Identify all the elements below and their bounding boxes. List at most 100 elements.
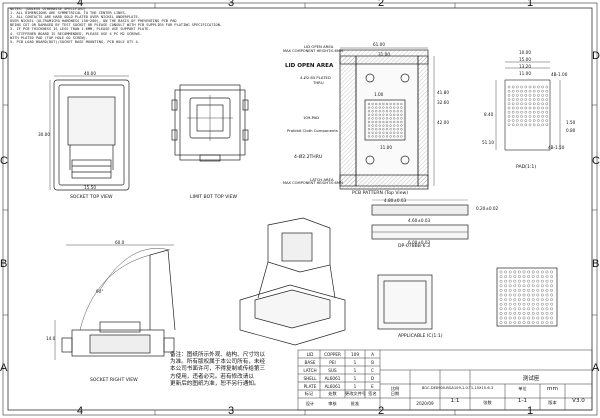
pad-dot xyxy=(396,102,399,106)
pad-dot xyxy=(507,106,511,110)
pad-dot xyxy=(504,293,507,297)
tb-header: 标记 xyxy=(304,391,314,396)
label-prohibit: Prohibit Cloth Components xyxy=(287,128,338,133)
tb-product: 测试座 xyxy=(522,376,540,382)
note-line: OVER NICKEL (ULTRAMICRO HARDNESS 150~200… xyxy=(10,19,177,24)
pad-dot xyxy=(508,289,512,292)
pad-dot xyxy=(537,106,540,110)
dim-pad-6: 4B-1.00 xyxy=(551,72,568,77)
pad-dot xyxy=(527,279,530,283)
pad-dot xyxy=(400,120,403,124)
pad-dot xyxy=(393,120,396,124)
pad-dot xyxy=(378,117,381,120)
pad-dot xyxy=(537,119,540,122)
pad-dot xyxy=(513,284,517,288)
pad-dot xyxy=(532,123,536,127)
pad-dot xyxy=(513,321,517,324)
pad-dot xyxy=(382,106,385,109)
pad-dot xyxy=(516,89,519,93)
pad-dot xyxy=(396,113,399,116)
pad-dot xyxy=(541,298,544,301)
pad-dot xyxy=(507,102,511,106)
pad-dot xyxy=(508,279,512,283)
pad-dot xyxy=(393,117,396,120)
pad-dot xyxy=(518,307,521,311)
label-lid-open-area: LID OPEN AREA xyxy=(285,63,334,69)
pad-dot xyxy=(396,124,399,127)
title-block xyxy=(297,349,593,411)
pad-dot xyxy=(400,117,403,120)
pad-dot xyxy=(507,89,511,93)
pad-dot xyxy=(378,102,381,106)
pad-dot xyxy=(499,293,503,297)
pad-dot xyxy=(528,94,532,97)
pad-dot xyxy=(550,275,553,278)
pad-dot xyxy=(518,302,521,306)
pad-dot xyxy=(520,85,523,89)
pad-dot xyxy=(371,113,374,116)
mat-qty: 1 xyxy=(353,376,357,381)
pad-dot xyxy=(545,123,549,127)
pad-dot xyxy=(518,284,521,288)
zone-row-a-left: A xyxy=(0,362,8,374)
socket-top-view xyxy=(49,75,130,191)
tb-unit-label: 单位 xyxy=(518,386,527,391)
pad-dot xyxy=(375,120,378,124)
note-line: 3. IF PCB THICKNESS IS LESS THAN 1.6MM, … xyxy=(10,27,151,32)
pad-dot xyxy=(393,102,396,106)
pad-dot xyxy=(396,128,399,131)
pad-dot xyxy=(528,106,532,110)
caption-socket-right-view: SOCKET RIGHT VIEW xyxy=(90,378,138,383)
pad-dot xyxy=(382,113,385,116)
tb-header: 处数 xyxy=(328,391,337,396)
socket-right-view xyxy=(54,244,176,360)
pad-dot xyxy=(550,298,553,301)
pad-dot xyxy=(536,302,540,306)
pad-dot xyxy=(516,94,519,97)
dim-top-width: 40.00 xyxy=(84,71,96,76)
pad-dot xyxy=(541,293,544,297)
pad-dot xyxy=(545,289,549,292)
mat-material: AL6061 xyxy=(324,376,341,381)
dim-right-width: 60.0 xyxy=(115,240,125,245)
cn-line: 更新后的图纸为准，恕不另行通知。 xyxy=(170,380,260,387)
note-line: NOTES: (UNLESS OTHERWISE SPECIFIED) xyxy=(10,7,86,11)
mat-part: LID xyxy=(306,352,314,357)
pad-dot xyxy=(499,279,503,283)
pad-dot xyxy=(382,124,385,127)
mat-rev: D xyxy=(370,376,375,381)
pad-dot xyxy=(536,293,540,297)
pad-dot xyxy=(518,298,521,301)
pad-dot xyxy=(378,128,381,131)
dim-pad-5: 8.40 xyxy=(484,112,494,117)
pad-dot xyxy=(518,316,521,320)
pad-dot xyxy=(507,98,511,101)
zone-row-b-left: B xyxy=(0,258,8,270)
mat-material: COPPER xyxy=(324,352,341,357)
zone-col-2-top: 2 xyxy=(378,0,385,9)
pad-dot xyxy=(545,293,549,297)
pad-dot xyxy=(367,106,371,109)
tb-sheet-label: 张数 xyxy=(483,400,492,405)
pad-dot xyxy=(367,120,371,124)
pad-dot xyxy=(545,312,549,315)
dim-pad-1: 10.00 xyxy=(519,50,531,55)
pad-dot xyxy=(389,113,392,116)
dim-pad-4: 11.00 xyxy=(519,71,531,76)
mat-qty: 109 xyxy=(351,352,359,357)
pad-dot xyxy=(375,113,378,116)
pad-dot xyxy=(545,275,549,278)
pad-dot xyxy=(532,102,536,106)
pad-dot xyxy=(389,117,392,120)
pad-dot xyxy=(531,270,535,274)
dim-pad-9: 4B-1.50 xyxy=(548,145,565,150)
zone-col-2-bottom: 2 xyxy=(378,405,385,417)
caption-pad: PAD(1:1) xyxy=(516,165,537,170)
zone-col-3-bottom: 3 xyxy=(228,405,235,417)
pad-dot xyxy=(531,312,535,315)
pad-dot xyxy=(522,270,526,274)
pad-dot xyxy=(541,123,544,127)
pad-dot xyxy=(389,102,392,106)
